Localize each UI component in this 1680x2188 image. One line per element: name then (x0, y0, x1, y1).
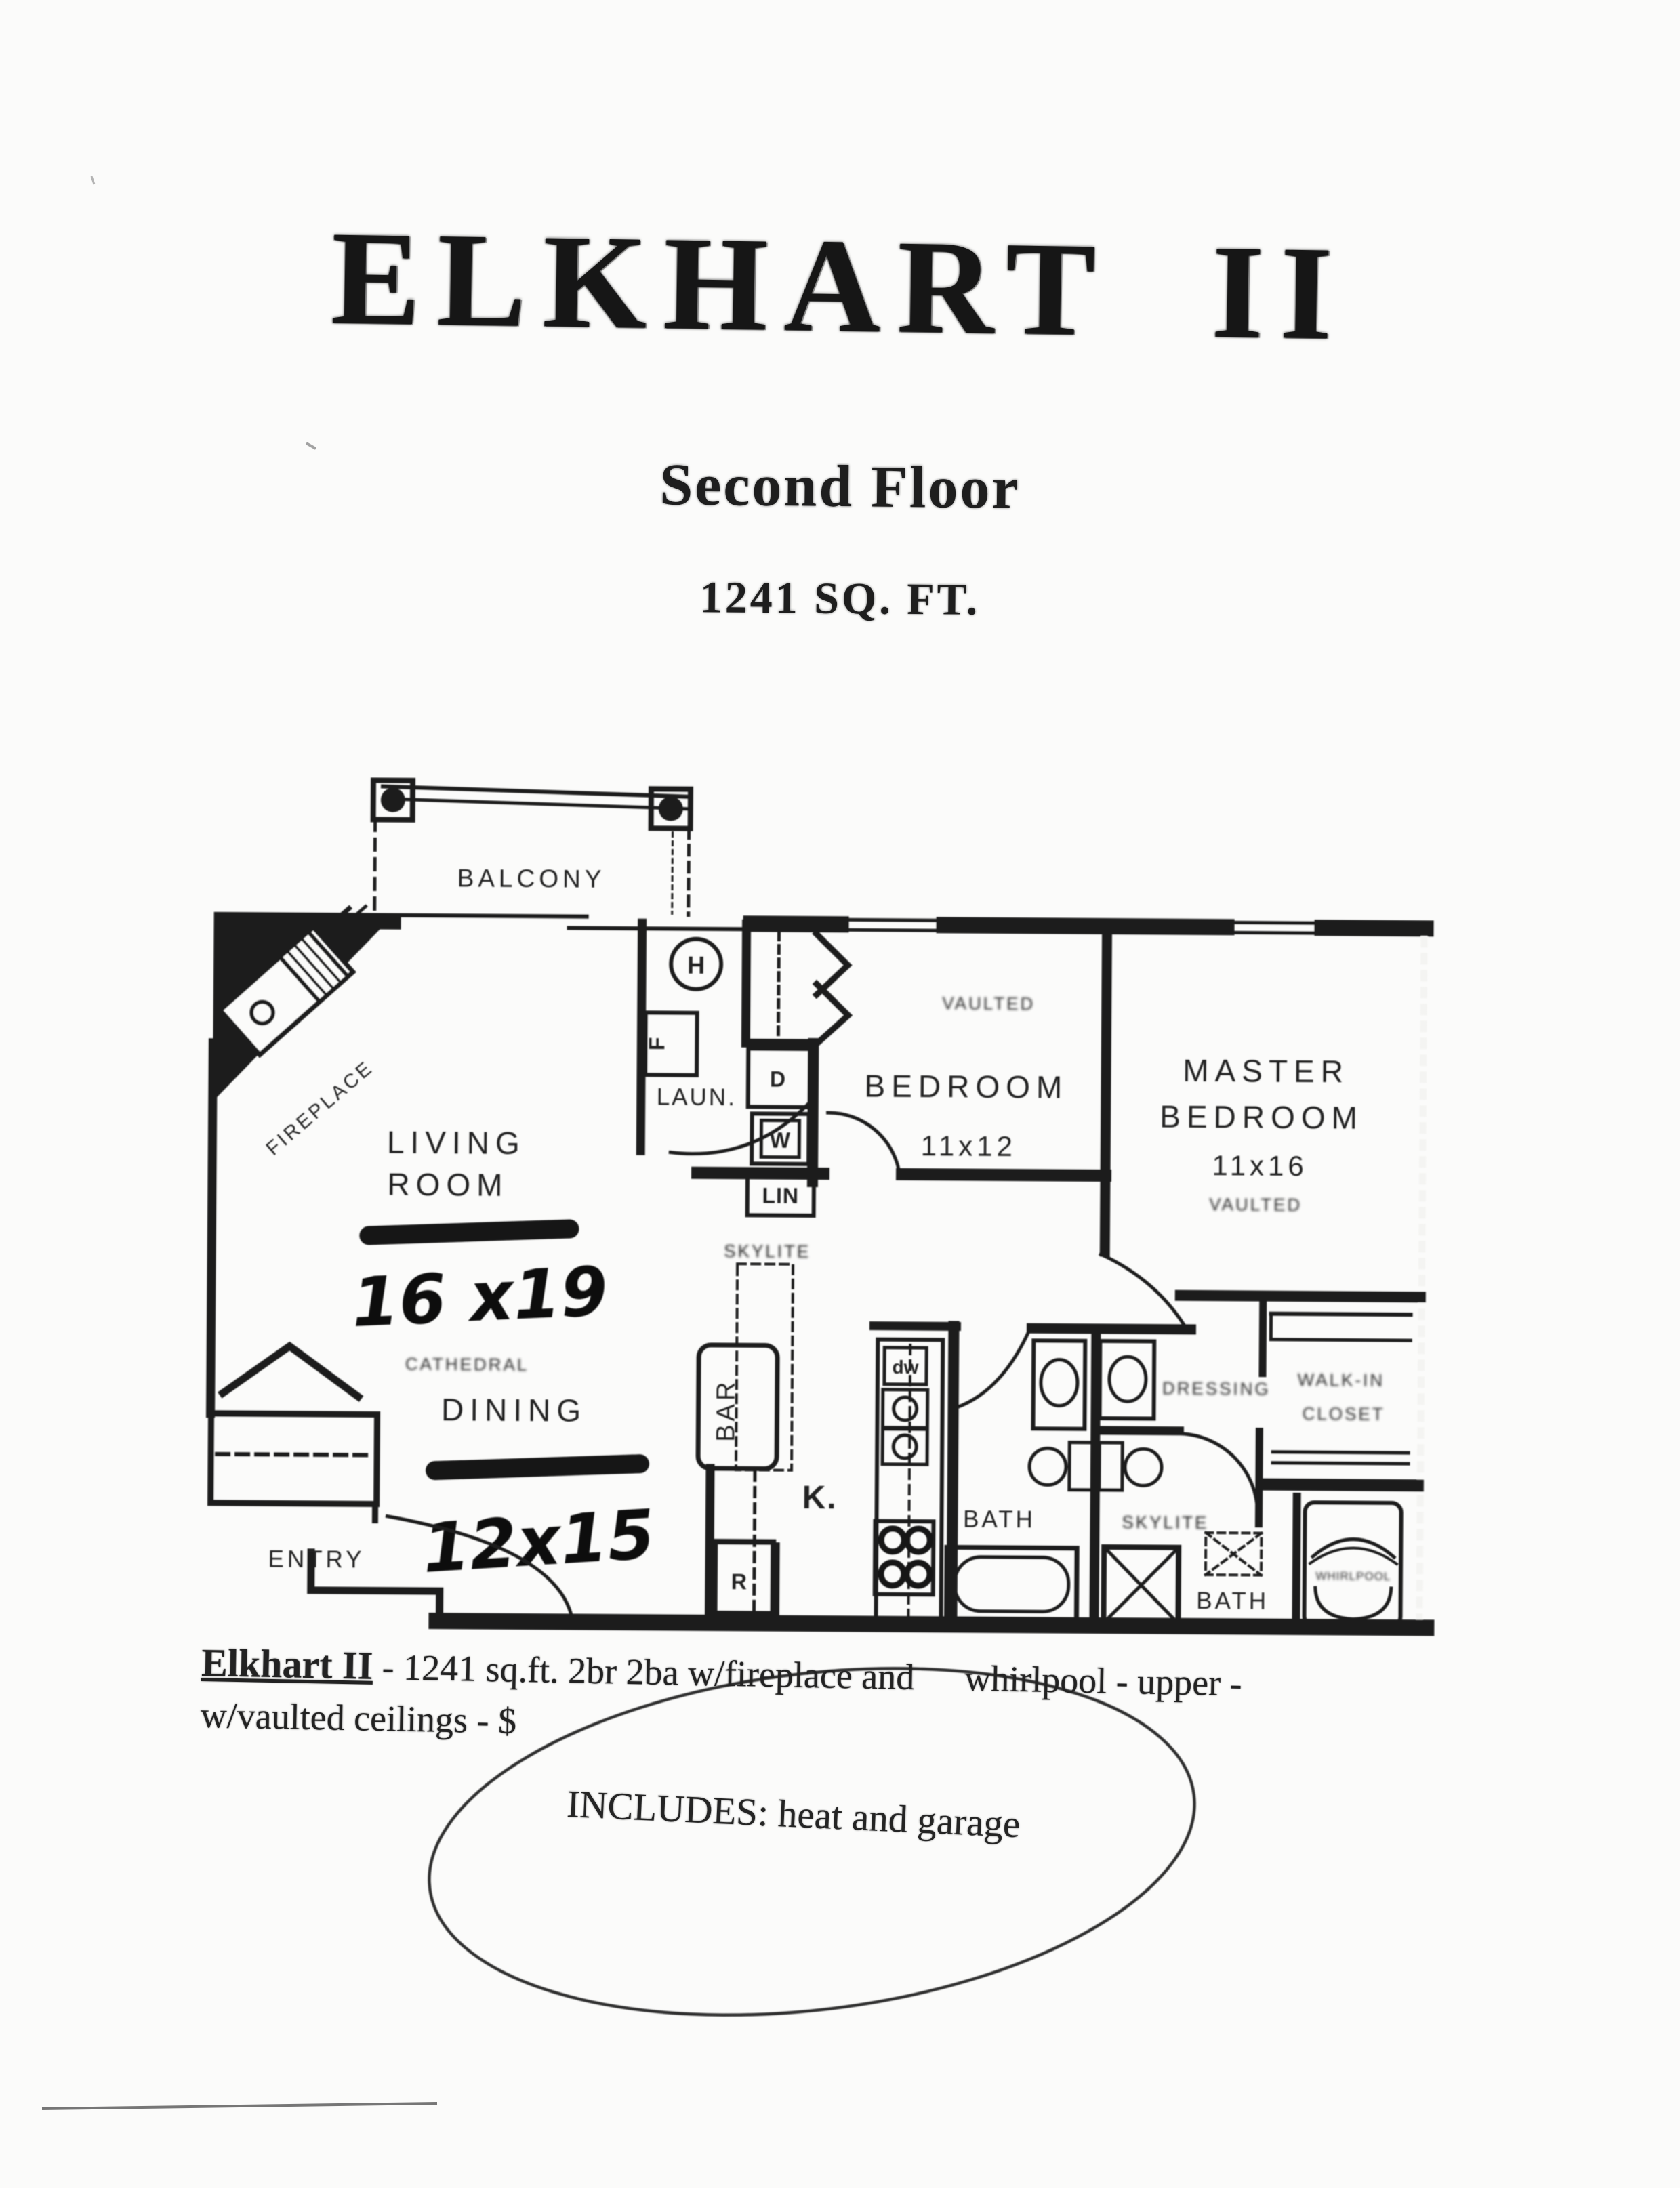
walkin-label-1: WALK-IN (1298, 1369, 1385, 1390)
living-room-label-2: ROOM (387, 1167, 508, 1203)
entry-area: ENTRY (207, 1341, 575, 1622)
footer-desc-2: whirlpool - upper - (964, 1657, 1243, 1704)
fireplace: FIREPLACE (212, 904, 396, 1160)
balcony: BALCONY (370, 777, 694, 917)
master-note: VAULTED (1209, 1194, 1302, 1215)
master-bedroom: MASTER BEDROOM 11x16 VAULTED (1098, 921, 1426, 1328)
living-room: LIVING ROOM 16 x19 CATHEDRAL (350, 1125, 610, 1375)
dryer-label: D (770, 1067, 786, 1092)
linen-label: LIN (762, 1183, 799, 1207)
kitchen: SKYLITE BAR R K. dw (695, 1241, 962, 1624)
master-dims: 11x16 (1212, 1149, 1308, 1182)
skylite-bath-label: SKYLITE (1122, 1512, 1208, 1533)
dishwasher-label: dw (892, 1357, 918, 1378)
fridge-label: R (731, 1569, 747, 1594)
living-room-dims: 16 x19 (350, 1252, 610, 1342)
water-heater-label: H (687, 951, 705, 979)
dining-label: DINING (441, 1392, 587, 1428)
bedroom-note: VAULTED (942, 993, 1035, 1014)
footer-desc-1: - 1241 sq.ft. 2br 2ba w/fireplace and (382, 1647, 915, 1698)
dining-dims: 12x15 (420, 1495, 657, 1588)
walkin-label-2: CLOSET (1302, 1403, 1385, 1424)
footer-plan-name: Elkhart II (201, 1640, 373, 1688)
whirlpool-tub: WHIRLPOOL (1292, 1492, 1404, 1628)
bedroom-label: BEDROOM (864, 1069, 1068, 1105)
dressing-area: DRESSING (1162, 1378, 1271, 1399)
bath-two-label: BATH (1196, 1588, 1269, 1615)
bedroom-dims: 11x12 (920, 1130, 1017, 1162)
living-room-note: CATHEDRAL (405, 1354, 529, 1375)
bath-two: SKYLITE BATH (1097, 1338, 1269, 1626)
bedroom: VAULTED BEDROOM 11x12 (691, 919, 1112, 1182)
hand-drawn-circle (428, 1667, 1196, 2017)
bath-walls (946, 1292, 1267, 1628)
bath-one: BATH (943, 1338, 1094, 1623)
fireplace-label: FIREPLACE (262, 1056, 378, 1160)
bar-label: BAR (712, 1378, 741, 1441)
document-title: ELKHART II (330, 203, 1350, 368)
furnace-label: F (644, 1037, 669, 1050)
kitchen-label: K. (802, 1480, 838, 1516)
balcony-label: BALCONY (457, 864, 606, 893)
master-label-2: BEDROOM (1160, 1099, 1364, 1136)
entry-label: ENTRY (268, 1546, 365, 1573)
scan-artifacts (41, 176, 438, 2110)
footer-gap (914, 1689, 964, 1690)
master-label-1: MASTER (1183, 1053, 1349, 1090)
laundry-label: LAUN. (657, 1083, 737, 1111)
whirlpool-label: WHIRLPOOL (1315, 1569, 1391, 1583)
skylite-kitchen-label: SKYLITE (724, 1241, 811, 1262)
living-room-label-1: LIVING (387, 1125, 526, 1161)
dressing-label: DRESSING (1162, 1378, 1271, 1399)
walk-in-closet: WALK-IN CLOSET (1255, 1311, 1424, 1492)
washer-label: W (770, 1128, 791, 1153)
dining-area: DINING 12x15 (420, 1392, 657, 1588)
bath-one-label: BATH (963, 1506, 1036, 1533)
